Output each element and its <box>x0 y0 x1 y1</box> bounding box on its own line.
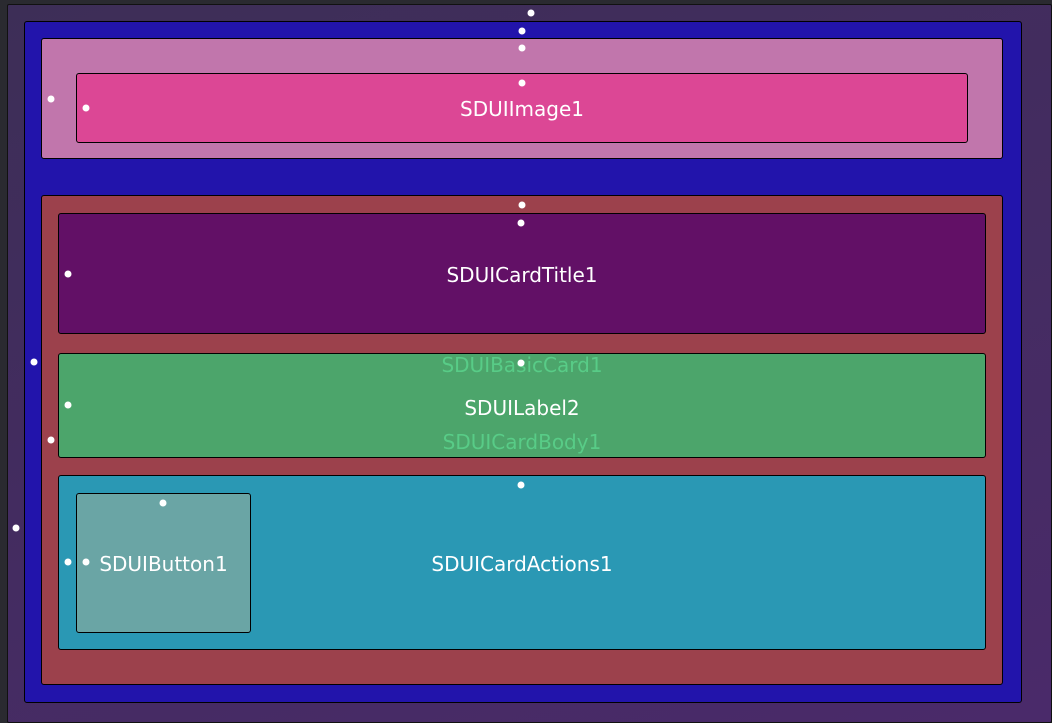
anchor-handle[interactable] <box>12 524 20 532</box>
anchor-handle[interactable] <box>518 201 526 209</box>
card-title-container[interactable]: SDUICardTitle1 <box>58 213 986 334</box>
image1-text: SDUIImage1 <box>460 97 584 121</box>
anchor-handle[interactable] <box>517 481 525 489</box>
anchor-handle[interactable] <box>47 95 55 103</box>
card-title-text: SDUICardTitle1 <box>446 263 598 287</box>
anchor-handle[interactable] <box>518 27 526 35</box>
button1[interactable]: SDUIButton1 <box>76 493 251 633</box>
anchor-handle[interactable] <box>517 359 525 367</box>
anchor-handle[interactable] <box>82 104 90 112</box>
anchor-handle[interactable] <box>64 558 72 566</box>
anchor-handle[interactable] <box>159 499 167 507</box>
anchor-handle[interactable] <box>64 401 72 409</box>
anchor-handle[interactable] <box>517 219 525 227</box>
button1-label: SDUIButton1 <box>99 552 228 576</box>
anchor-handle[interactable] <box>518 79 526 87</box>
anchor-handle[interactable] <box>30 358 38 366</box>
anchor-handle[interactable] <box>82 558 90 566</box>
anchor-handle[interactable] <box>527 9 535 17</box>
label2-container[interactable]: SDUIBasicCard1 SDUILabel2 SDUICardBody1 <box>58 353 986 458</box>
card-body-text: SDUICardBody1 <box>442 430 602 454</box>
label2-text: SDUILabel2 <box>464 396 580 420</box>
anchor-handle[interactable] <box>64 270 72 278</box>
anchor-handle[interactable] <box>518 44 526 52</box>
anchor-handle[interactable] <box>47 436 55 444</box>
